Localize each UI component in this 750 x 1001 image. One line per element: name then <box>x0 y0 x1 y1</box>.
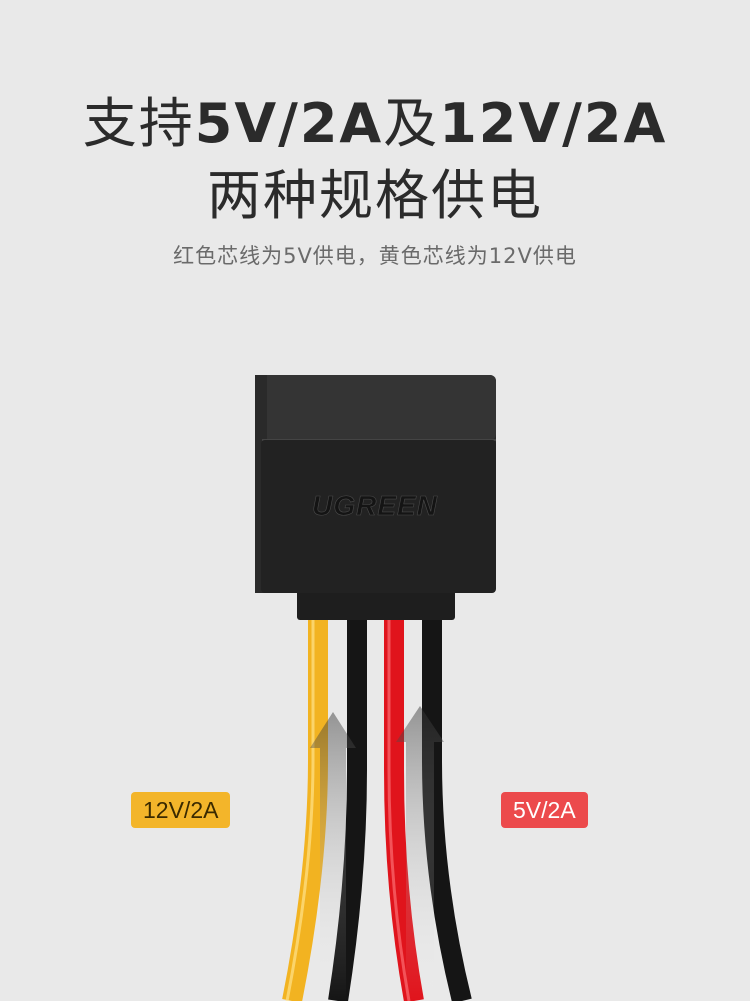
wire-yellow <box>282 612 328 1001</box>
arrow-icon-left <box>310 712 356 1001</box>
headline-5v-spec: 5V/2A <box>194 92 384 155</box>
wire-bundle <box>282 612 472 1001</box>
headline-12v-spec: 12V/2A <box>439 92 668 155</box>
subtitle: 红色芯线为5V供电，黄色芯线为12V供电 <box>173 244 577 268</box>
headline: 支持5V/2A及12V/2A 两种规格供电 <box>0 88 750 232</box>
brand-logo: UGREEN <box>312 490 438 521</box>
label-5v: 5V/2A <box>501 792 588 828</box>
connector-neck <box>297 590 455 620</box>
headline-line2: 两种规格供电 <box>207 164 543 227</box>
wire-black-2 <box>422 612 472 1001</box>
arrow-icon-right <box>396 706 444 1001</box>
sata-connector <box>255 375 496 593</box>
label-12v: 12V/2A <box>131 792 231 828</box>
headline-prefix: 支持 <box>82 92 195 155</box>
headline-and: 及 <box>383 92 440 155</box>
